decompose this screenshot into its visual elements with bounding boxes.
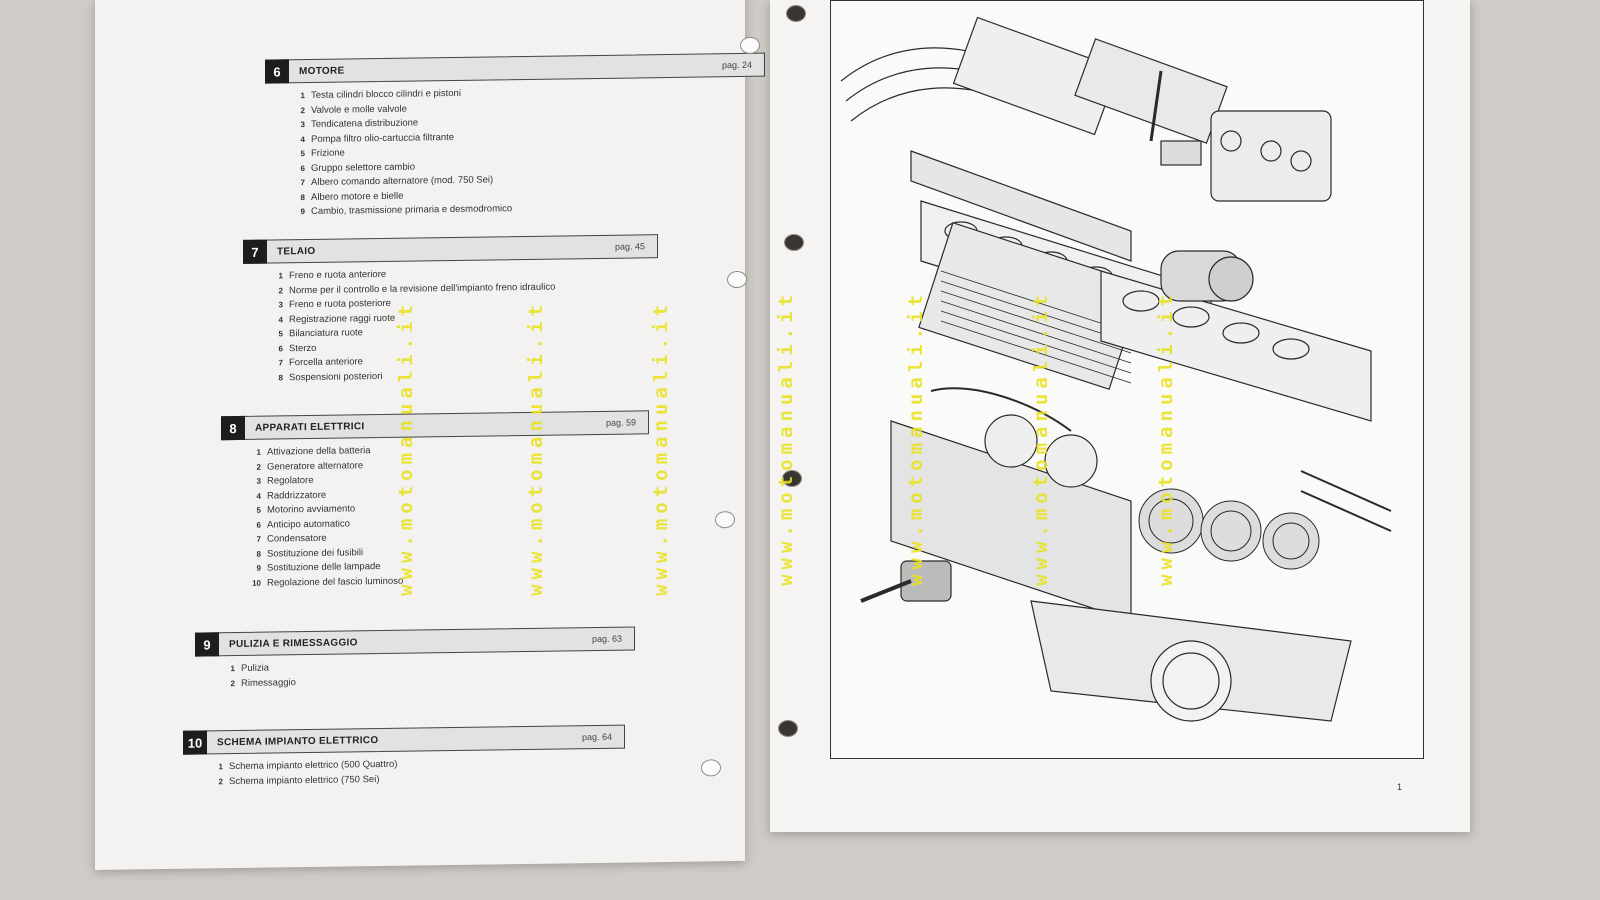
watermark-text: www.motomanuali.it (1155, 290, 1177, 586)
section-header[interactable]: 6 MOTORE pag. 24 (265, 52, 765, 84)
punch-hole (786, 5, 806, 22)
section-page-ref: pag. 45 (614, 241, 645, 252)
punch-hole (782, 470, 802, 487)
section-number: 7 (243, 239, 267, 264)
section-header[interactable]: 10 SCHEMA IMPIANTO ELETTRICO pag. 64 (183, 724, 625, 755)
section-title: TELAIO (277, 245, 316, 257)
section-title: MOTORE (299, 65, 345, 77)
section-page-ref: pag. 24 (721, 59, 752, 71)
section-page-ref: pag. 64 (581, 731, 612, 743)
punch-hole (701, 759, 721, 777)
section-title: SCHEMA IMPIANTO ELETTRICO (217, 734, 379, 748)
engine-illustration (840, 16, 1392, 722)
section-page-ref: pag. 59 (605, 417, 636, 428)
watermark-text: www.motomanuali.it (395, 300, 417, 596)
section-number: 6 (265, 59, 289, 84)
punch-hole (778, 720, 798, 737)
section-number: 10 (183, 730, 207, 755)
watermark-text: www.motomanuali.it (775, 290, 797, 586)
punch-hole (740, 36, 760, 54)
section-title: APPARATI ELETTRICI (255, 420, 365, 434)
watermark-text: www.motomanuali.it (650, 300, 672, 596)
section-number: 8 (221, 415, 245, 441)
page-number: 1 (1396, 782, 1402, 792)
section-number: 9 (195, 632, 219, 657)
punch-hole (727, 270, 747, 289)
right-page: 1 (770, 0, 1470, 832)
punch-hole (715, 511, 735, 529)
watermark-text: www.motomanuali.it (525, 300, 547, 596)
section-header[interactable]: 8 APPARATI ELETTRICI pag. 59 (221, 410, 649, 441)
watermark-text: www.motomanuali.it (905, 290, 927, 586)
section-header[interactable]: 9 PULIZIA E RIMESSAGGIO pag. 63 (195, 626, 635, 657)
punch-hole (784, 234, 804, 251)
section-title: PULIZIA E RIMESSAGGIO (229, 636, 358, 650)
section-page-ref: pag. 63 (591, 633, 622, 645)
section-header[interactable]: 7 TELAIO pag. 45 (243, 234, 658, 264)
illustration-frame (830, 0, 1424, 759)
watermark-text: www.motomanuali.it (1030, 290, 1052, 586)
